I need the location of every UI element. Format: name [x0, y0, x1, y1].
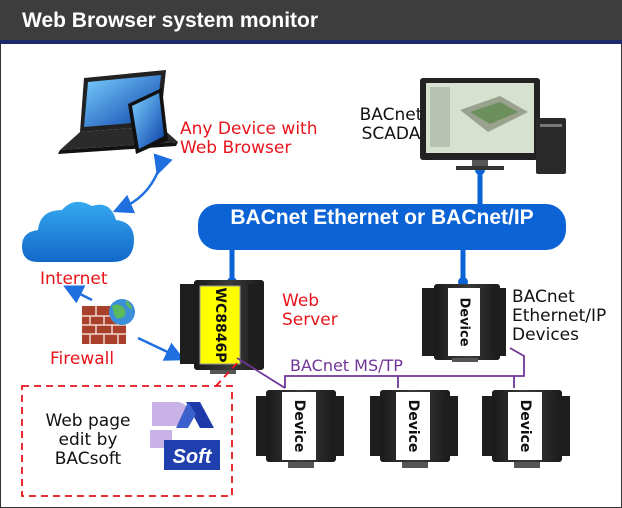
- bacnet-ip-devices-label: BACnet Ethernet/IP Devices: [512, 288, 606, 345]
- web-page-line-2: edit by: [58, 430, 118, 450]
- firewall-label: Firewall: [50, 349, 115, 369]
- bus-connectors: [229, 170, 483, 282]
- bacsoft-callout: [21, 361, 239, 497]
- web-server-line-1: Web: [282, 291, 320, 311]
- web-server-device-label: WC8846P: [212, 288, 228, 363]
- bacsoft-logo-text: Soft: [173, 446, 213, 468]
- scada-line-1: BACnet: [359, 105, 423, 125]
- mstp-device-3: [482, 390, 570, 468]
- web-server-line-2: Server: [282, 310, 338, 330]
- bacnet-ip-line-1: BACnet: [512, 287, 575, 307]
- firewall-icon: [82, 306, 126, 344]
- mstp-device-3-label: Device: [517, 400, 533, 453]
- bus-label: BACnet Ethernet or BACnet/IP: [230, 206, 534, 229]
- bacnet-bus: [198, 204, 566, 250]
- scada-label: BACnet SCADA: [350, 106, 432, 144]
- mstp-device-2: [370, 390, 458, 468]
- bacnet-ip-line-3: Devices: [512, 325, 579, 345]
- any-device-line-2: Web Browser: [180, 138, 292, 158]
- web-page-line-1: Web page: [45, 411, 131, 431]
- mstp-device-2-label: Device: [405, 400, 421, 453]
- scada-monitor-icon: [420, 78, 566, 174]
- page-title: Web Browser system monitor: [22, 9, 319, 32]
- web-server-label: Web Server: [282, 292, 338, 330]
- cloud-icon: [22, 201, 134, 262]
- any-device-label: Any Device with Web Browser: [180, 120, 317, 158]
- mstp-label: BACnet MS/TP: [290, 356, 403, 375]
- title-bar: Web Browser system monitor: [0, 0, 622, 44]
- bacnet-ip-line-2: Ethernet/IP: [512, 306, 607, 326]
- bacnet-ip-device-label: Device: [457, 297, 472, 346]
- globe-icon: [109, 299, 135, 325]
- web-page-label: Web page edit by BACsoft: [36, 412, 140, 469]
- internet-label: Internet: [40, 269, 108, 289]
- web-page-line-3: BACsoft: [54, 449, 122, 469]
- web-server-device: [180, 280, 264, 374]
- tablet-icon: [128, 88, 168, 154]
- scada-line-2: SCADA: [361, 124, 421, 144]
- mstp-device-1-label: Device: [291, 400, 307, 453]
- bacsoft-logo-icon: [150, 402, 220, 470]
- mstp-line: [236, 347, 525, 389]
- mstp-device-1: [256, 390, 344, 468]
- any-device-line-1: Any Device with: [180, 119, 318, 139]
- bacnet-ip-device: [422, 284, 506, 362]
